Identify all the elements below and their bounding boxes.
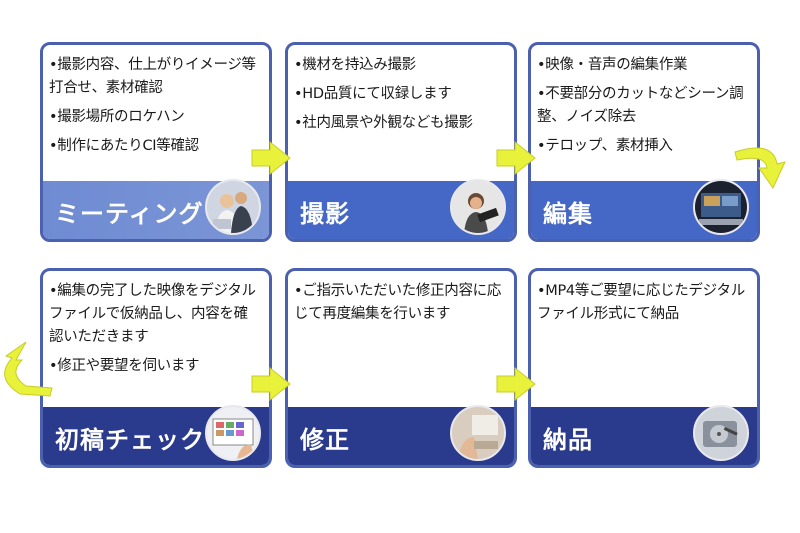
arrow-right-icon <box>251 140 291 176</box>
step-item: •撮影場所のロケハン <box>49 109 185 125</box>
step-item: •修正や要望を伺います <box>49 358 200 374</box>
step-title-band: 修正 <box>288 405 514 465</box>
step-item: •HD品質にて収録します <box>294 86 452 102</box>
curved-arrow-icon <box>4 341 53 397</box>
step-card-delivery: •MP4等ご要望に応じたデジタルファイル形式にて納品 納品 <box>528 268 760 468</box>
step-title-band: ミーティング <box>43 179 269 239</box>
step-item: •不要部分のカットなどシーン調整、ノイズ除去 <box>537 86 744 125</box>
step-card-filming: •機材を持込み撮影 •HD品質にて収録します •社内風景や外観なども撮影 撮影 <box>285 42 517 242</box>
step-item: •映像・音声の編集作業 <box>537 57 688 73</box>
step-item: •MP4等ご要望に応じたデジタルファイル形式にて納品 <box>537 283 745 322</box>
step-title: ミーティング <box>55 200 204 228</box>
meeting-photo-icon <box>205 179 261 235</box>
step-item: •ご指示いただいた修正内容に応じて再度編集を行います <box>294 283 502 322</box>
step-items: •ご指示いただいた修正内容に応じて再度編集を行います <box>288 271 514 326</box>
step-item: •機材を持込み撮影 <box>294 57 416 73</box>
step-items: •撮影内容、仕上がりイメージ等打合せ、素材確認 •撮影場所のロケハン •制作にあ… <box>43 45 269 158</box>
step-items: •機材を持込み撮影 •HD品質にて収録します •社内風景や外観なども撮影 <box>288 45 514 135</box>
step-item: •制作にあたりCI等確認 <box>49 138 199 154</box>
step-title-band: 撮影 <box>288 179 514 239</box>
review-photo-icon <box>205 405 261 461</box>
step-title: 納品 <box>543 426 593 454</box>
step-title-band: 初稿チェック <box>43 405 269 465</box>
filming-photo-icon <box>450 179 506 235</box>
step-item: •撮影内容、仕上がりイメージ等打合せ、素材確認 <box>49 57 256 96</box>
step-card-editing: •映像・音声の編集作業 •不要部分のカットなどシーン調整、ノイズ除去 •テロップ… <box>528 42 760 242</box>
step-card-revision: •ご指示いただいた修正内容に応じて再度編集を行います 修正 <box>285 268 517 468</box>
step-title-band: 納品 <box>531 405 757 465</box>
step-items: •映像・音声の編集作業 •不要部分のカットなどシーン調整、ノイズ除去 •テロップ… <box>531 45 757 158</box>
step-title: 初稿チェック <box>55 426 205 454</box>
step-item: •テロップ、素材挿入 <box>537 138 673 154</box>
arrow-right-icon <box>496 366 536 402</box>
editing-photo-icon <box>693 179 749 235</box>
revision-photo-icon <box>450 405 506 461</box>
step-title: 撮影 <box>300 200 350 228</box>
step-card-meeting: •撮影内容、仕上がりイメージ等打合せ、素材確認 •撮影場所のロケハン •制作にあ… <box>40 42 272 242</box>
step-item: •編集の完了した映像をデジタルファイルで仮納品し、内容を確認いただきます <box>49 283 256 345</box>
step-card-first-draft-check: •編集の完了した映像をデジタルファイルで仮納品し、内容を確認いただきます •修正… <box>40 268 272 468</box>
arrow-right-icon <box>496 140 536 176</box>
step-items: •MP4等ご要望に応じたデジタルファイル形式にて納品 <box>531 271 757 326</box>
delivery-photo-icon <box>693 405 749 461</box>
step-item: •社内風景や外観なども撮影 <box>294 115 473 131</box>
step-items: •編集の完了した映像をデジタルファイルで仮納品し、内容を確認いただきます •修正… <box>43 271 269 378</box>
step-title: 編集 <box>543 200 593 228</box>
step-title: 修正 <box>300 426 350 454</box>
arrow-right-icon <box>251 366 291 402</box>
step-title-band: 編集 <box>531 179 757 239</box>
curved-arrow-icon <box>734 147 786 189</box>
